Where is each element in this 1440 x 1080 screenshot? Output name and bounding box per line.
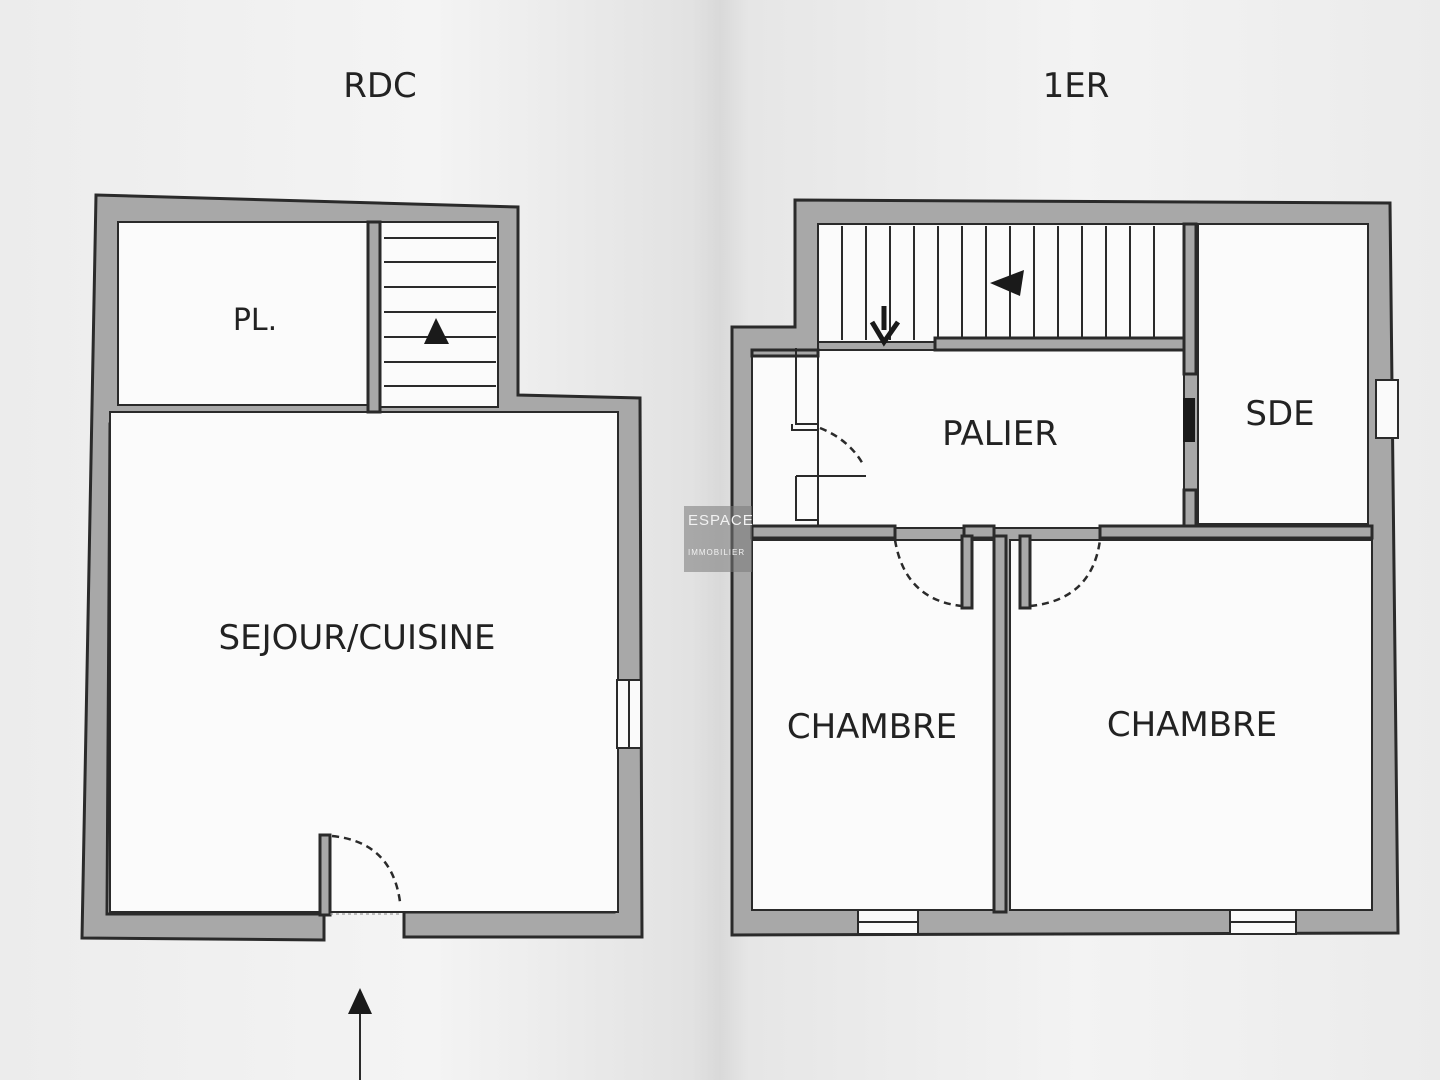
- agency-watermark: ESPACE IMMOBILIER: [684, 506, 754, 572]
- bedroom-left-room: [751, 539, 997, 911]
- shower-room: [1197, 223, 1369, 525]
- living-label: SEJOUR/CUISINE: [219, 618, 496, 658]
- watermark-line2: IMMOBILIER: [688, 548, 746, 557]
- door-swing-icon: [331, 834, 402, 903]
- first-floor-title: 1ER: [1043, 66, 1110, 106]
- bedroom-left-label: CHAMBRE: [787, 707, 957, 747]
- ground-stair: [379, 221, 499, 408]
- landing: [751, 349, 1185, 529]
- watermark-line1: ESPACE: [688, 512, 754, 529]
- stair-arrow-icon: [869, 306, 901, 347]
- storage-room: [117, 221, 369, 406]
- ground-floor-title: RDC: [343, 66, 417, 106]
- door-swing-icon: [893, 539, 963, 608]
- bedroom-right-label: CHAMBRE: [1107, 705, 1277, 745]
- bedroom-right-room: [1009, 539, 1373, 911]
- shower-room-label: SDE: [1245, 394, 1314, 434]
- window-icon: [1375, 379, 1399, 439]
- first-floor-plan: 1ER: [730, 66, 1400, 937]
- stair-arrow-icon: [990, 270, 1024, 296]
- ground-floor-plan: RDC PL. SEJOU: [80, 66, 644, 1080]
- door-swing-icon: [1029, 539, 1102, 608]
- entrance-arrow-icon: [348, 988, 372, 1080]
- upper-stair-treads: [841, 226, 1155, 347]
- living-room: [109, 411, 619, 913]
- stair-arrow-icon: [424, 318, 449, 344]
- landing-label: PALIER: [942, 414, 1058, 454]
- storage-label: PL.: [233, 303, 277, 338]
